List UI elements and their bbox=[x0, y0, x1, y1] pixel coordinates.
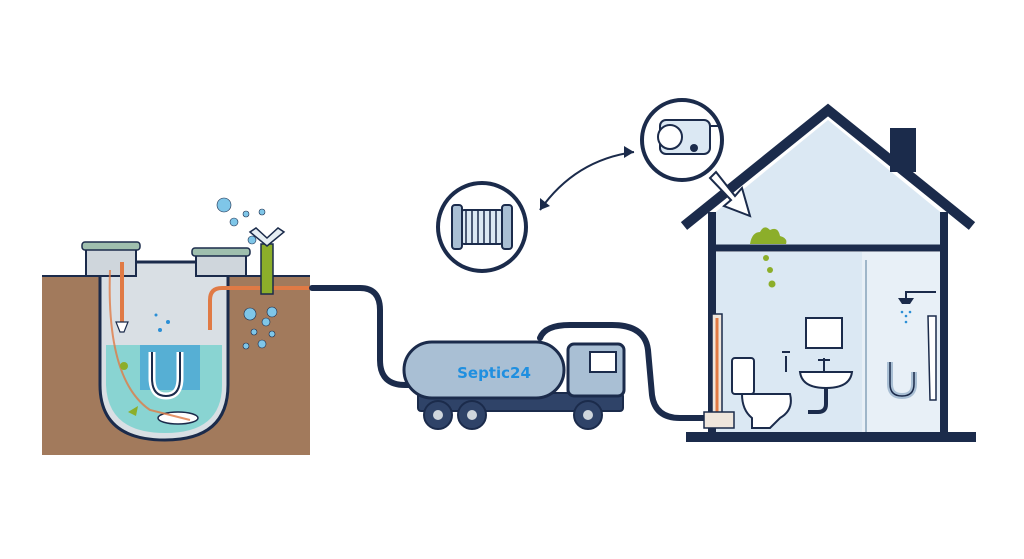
vent-pipe bbox=[260, 243, 274, 295]
truck-brand-label: Septic24 bbox=[457, 364, 531, 382]
bubbles bbox=[216, 197, 278, 350]
truck-tank bbox=[402, 340, 566, 400]
truck-to-house-hose bbox=[537, 322, 715, 421]
pipe-camera-icon bbox=[640, 98, 724, 182]
inspection-arrow bbox=[708, 170, 752, 218]
flow-arrow bbox=[128, 406, 138, 416]
house-ground bbox=[686, 432, 976, 442]
connection-arrow bbox=[539, 151, 635, 211]
mirror bbox=[805, 317, 843, 349]
sludge-blob bbox=[750, 227, 787, 244]
truck-wheels bbox=[423, 400, 603, 430]
chimney bbox=[890, 128, 916, 172]
vent-cap bbox=[248, 227, 286, 247]
sink bbox=[798, 358, 854, 414]
shower bbox=[898, 291, 937, 401]
sludge-drips bbox=[763, 255, 776, 288]
outlet-pipe bbox=[208, 286, 312, 330]
cab-window bbox=[589, 351, 617, 373]
tank-to-truck-hose bbox=[309, 285, 427, 388]
roof bbox=[680, 103, 976, 230]
toilet bbox=[731, 357, 792, 429]
vacuum-truck: Septic24 bbox=[402, 340, 626, 430]
house bbox=[680, 103, 976, 442]
hose-reel-icon bbox=[436, 181, 528, 273]
attic bbox=[712, 120, 944, 246]
septic-system bbox=[42, 197, 312, 455]
